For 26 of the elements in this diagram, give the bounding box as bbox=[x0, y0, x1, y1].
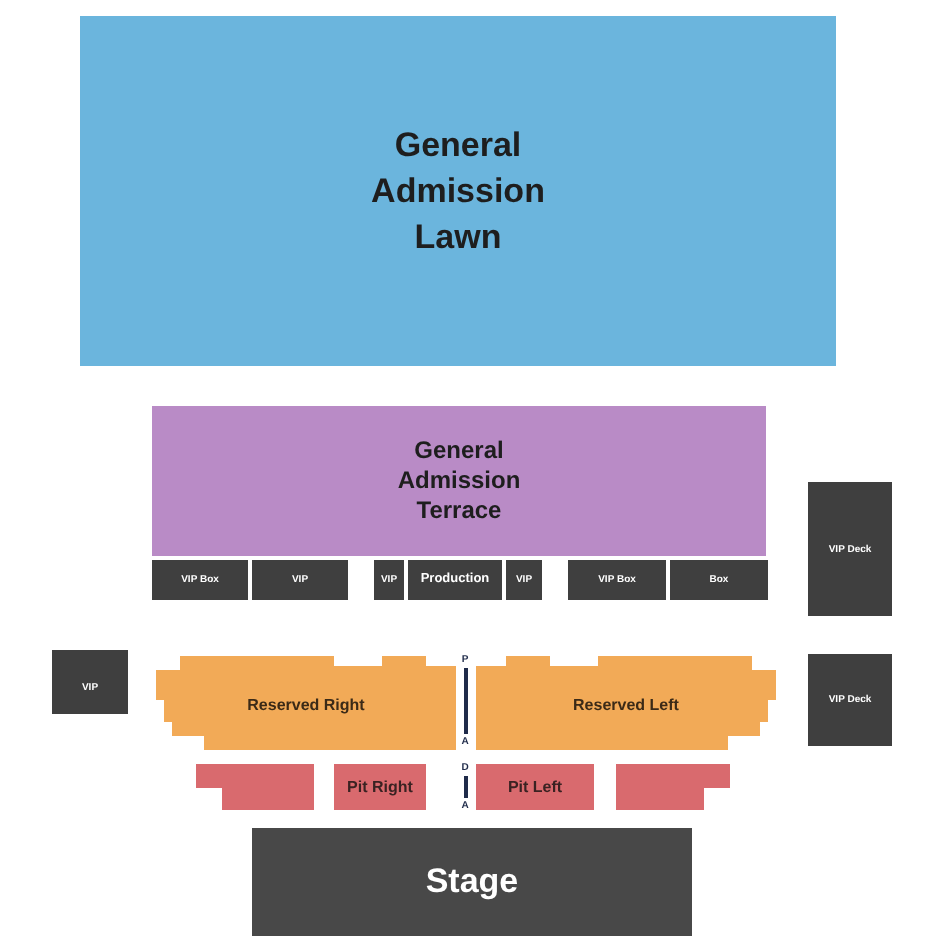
stage-block bbox=[252, 828, 692, 936]
vip-box bbox=[568, 560, 666, 600]
seating-section bbox=[476, 654, 776, 750]
vip-box bbox=[670, 560, 768, 600]
section-label: Pit Left bbox=[507, 777, 563, 797]
production-box bbox=[408, 560, 502, 600]
section-label: Reserved Right bbox=[247, 694, 365, 716]
pit-section bbox=[334, 764, 426, 810]
seating-section bbox=[156, 654, 456, 750]
section-label: General Admission Terrace bbox=[395, 436, 523, 526]
lawn-section bbox=[80, 16, 836, 366]
vip-box bbox=[152, 560, 248, 600]
vip-box bbox=[506, 560, 542, 600]
pit-section bbox=[476, 764, 594, 810]
pit-section bbox=[196, 764, 314, 810]
section-label: Pit Right bbox=[347, 777, 413, 797]
section-label: General Admission Lawn bbox=[369, 124, 547, 260]
vip-box bbox=[374, 560, 404, 600]
vip-box bbox=[252, 560, 348, 600]
section-label: Reserved Left bbox=[573, 694, 679, 716]
vip-deck bbox=[808, 482, 892, 616]
section-label: Stage bbox=[425, 862, 519, 902]
vip-deck bbox=[808, 654, 892, 746]
terrace-section bbox=[152, 406, 766, 556]
pit-section bbox=[616, 764, 730, 810]
vip-box bbox=[52, 650, 128, 714]
